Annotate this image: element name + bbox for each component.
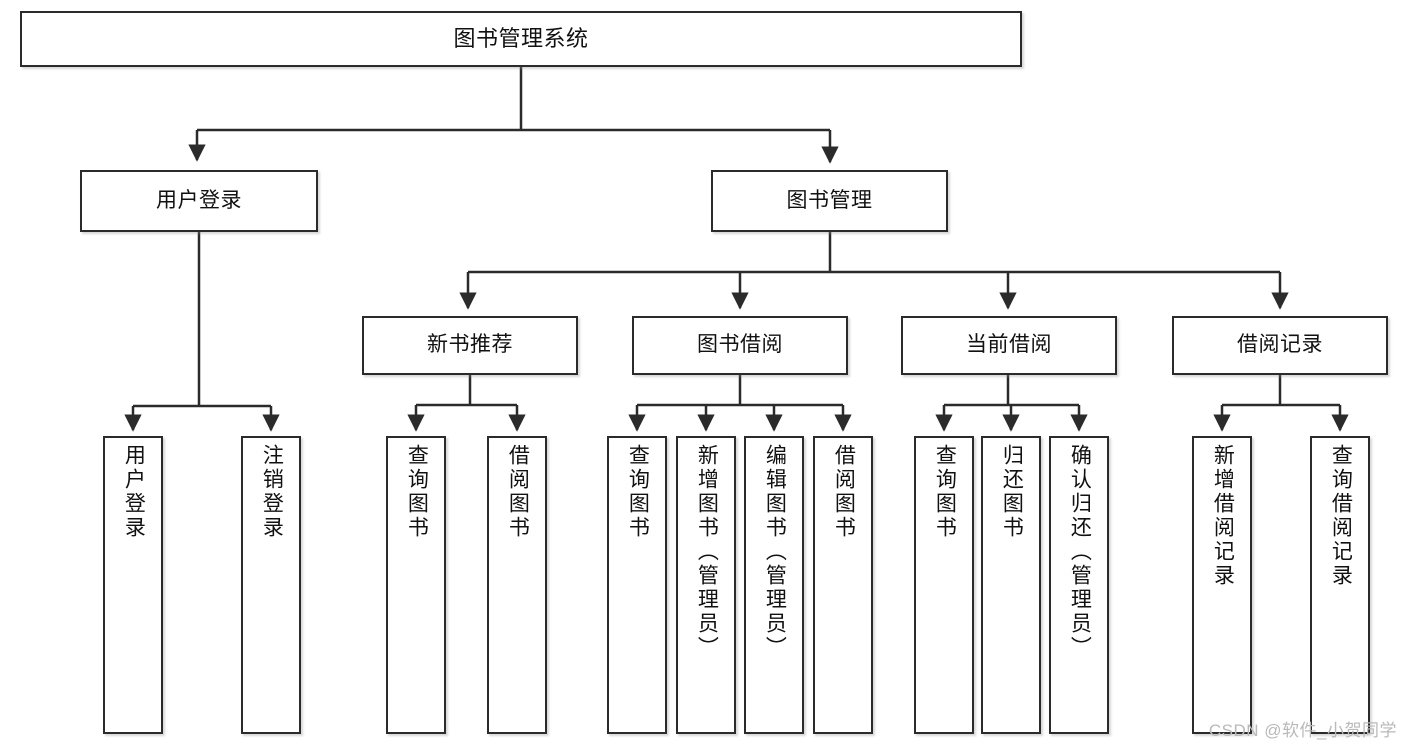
node-leaf-logout[interactable]: 注销登录 <box>241 436 301 734</box>
node-leaf-edit-book[interactable]: 编辑图书（管理员） <box>744 436 804 734</box>
node-book-borrow[interactable]: 图书借阅 <box>632 316 848 375</box>
node-leaf-add-book-label: 新增图书（管理员） <box>695 444 719 660</box>
node-leaf-query-borrow-record-label: 查询借阅记录 <box>1329 444 1353 588</box>
node-leaf-add-borrow-record-label: 新增借阅记录 <box>1211 444 1235 588</box>
node-leaf-user-login[interactable]: 用户登录 <box>103 436 163 734</box>
node-leaf-return-book-label: 归还图书 <box>1000 444 1024 540</box>
node-new-book-recommend-label: 新书推荐 <box>427 333 513 357</box>
node-leaf-user-login-label: 用户登录 <box>122 444 146 540</box>
node-current-borrow-label: 当前借阅 <box>966 333 1052 357</box>
node-leaf-query-book-1-label: 查询图书 <box>405 444 429 540</box>
node-leaf-query-book-1[interactable]: 查询图书 <box>386 436 446 734</box>
node-leaf-return-book[interactable]: 归还图书 <box>981 436 1041 734</box>
node-borrow-record-label: 借阅记录 <box>1237 333 1323 357</box>
node-leaf-logout-label: 注销登录 <box>260 444 284 540</box>
node-user-login-label: 用户登录 <box>156 188 242 212</box>
node-leaf-borrow-book-2[interactable]: 借阅图书 <box>813 436 873 734</box>
node-root[interactable]: 图书管理系统 <box>20 11 1022 67</box>
node-book-management-label: 图书管理 <box>786 188 873 212</box>
node-leaf-query-borrow-record[interactable]: 查询借阅记录 <box>1310 436 1370 734</box>
node-leaf-confirm-return[interactable]: 确认归还（管理员） <box>1049 436 1109 734</box>
node-leaf-confirm-return-label: 确认归还（管理员） <box>1068 444 1092 660</box>
node-leaf-borrow-book-1[interactable]: 借阅图书 <box>487 436 547 734</box>
node-leaf-borrow-book-1-label: 借阅图书 <box>506 444 530 540</box>
node-new-book-recommend[interactable]: 新书推荐 <box>362 316 578 375</box>
node-root-label: 图书管理系统 <box>453 26 589 52</box>
node-book-borrow-label: 图书借阅 <box>697 333 783 357</box>
watermark-text: CSDN @软件_小贺同学 <box>1208 721 1397 740</box>
node-user-login[interactable]: 用户登录 <box>80 170 318 232</box>
node-leaf-query-book-2-label: 查询图书 <box>626 444 650 540</box>
node-current-borrow[interactable]: 当前借阅 <box>901 316 1117 375</box>
node-leaf-edit-book-label: 编辑图书（管理员） <box>763 444 787 660</box>
node-leaf-query-book-3[interactable]: 查询图书 <box>914 436 974 734</box>
node-leaf-add-borrow-record[interactable]: 新增借阅记录 <box>1192 436 1252 734</box>
node-leaf-add-book[interactable]: 新增图书（管理员） <box>676 436 736 734</box>
node-book-management[interactable]: 图书管理 <box>711 170 948 232</box>
node-leaf-query-book-2[interactable]: 查询图书 <box>607 436 667 734</box>
node-leaf-borrow-book-2-label: 借阅图书 <box>832 444 856 540</box>
node-leaf-query-book-3-label: 查询图书 <box>933 444 957 540</box>
node-borrow-record[interactable]: 借阅记录 <box>1172 316 1388 375</box>
